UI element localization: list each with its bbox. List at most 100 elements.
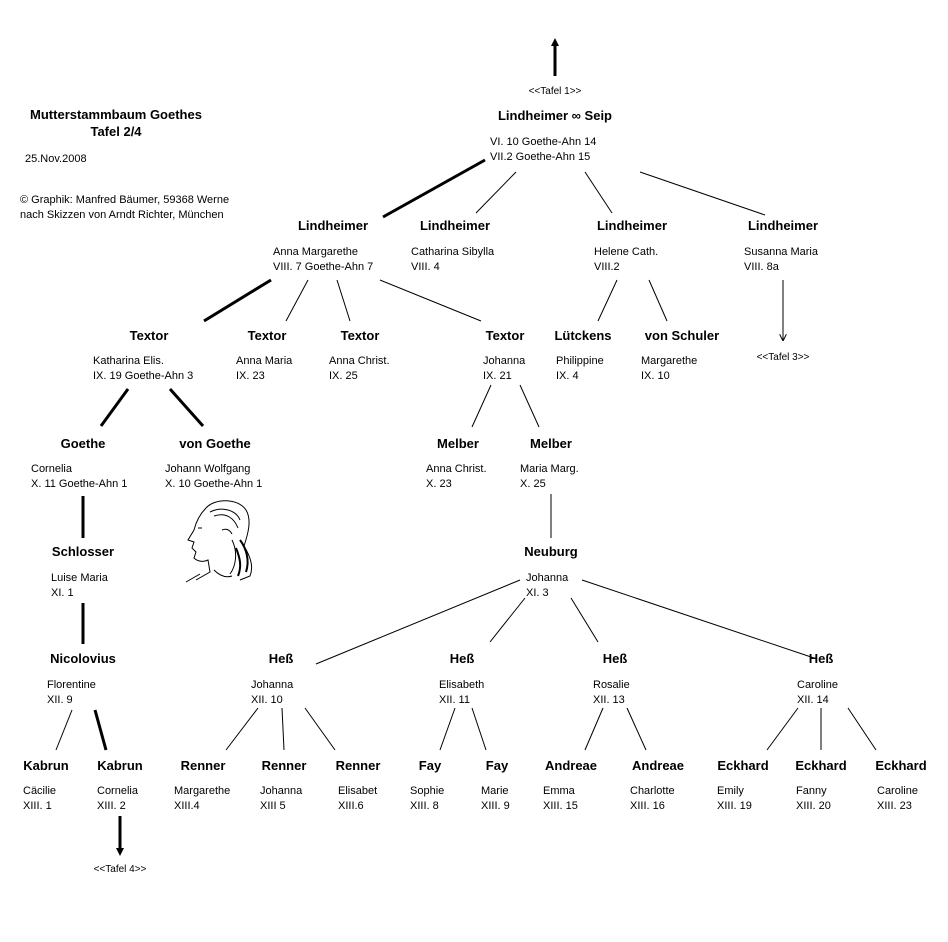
person-surname: Andreae <box>545 758 597 773</box>
person-given-name: Johann Wolfgang <box>165 463 250 475</box>
person-given-name: Florentine <box>47 679 96 691</box>
connector-line <box>203 278 272 323</box>
person-generation-number: XIII. 20 <box>796 800 831 812</box>
person-given-name: Margarethe <box>174 785 230 797</box>
person-surname: Textor <box>130 328 169 343</box>
person-generation-number: XII. 11 <box>439 694 470 706</box>
person-given-name: Anna Margarethe <box>273 246 358 258</box>
person-generation-number: XI. 1 <box>51 587 74 599</box>
person-given-name: Katharina Elis. <box>93 355 164 367</box>
reference-tafel-4[interactable]: <<Tafel 4>> <box>94 864 147 875</box>
connector-line <box>648 279 668 322</box>
person-surname: Heß <box>809 651 834 666</box>
connector-line <box>766 707 799 751</box>
person-given-name: Johanna <box>260 785 303 797</box>
person-generation-number: XII. 13 <box>593 694 625 706</box>
connector-line <box>336 279 351 322</box>
person-generation-number: XII. 10 <box>251 694 283 706</box>
person-surname: Kabrun <box>23 758 69 773</box>
chart-date: 25.Nov.2008 <box>25 153 87 165</box>
person-generation-number: IX. 23 <box>236 370 265 382</box>
connector-lines <box>55 38 877 856</box>
person-surname: Nicolovius <box>50 651 116 666</box>
person-given-name: Johanna <box>483 355 526 367</box>
connector-line <box>584 171 613 214</box>
person-surname: Lindheimer <box>420 218 490 233</box>
person-surname: Heß <box>269 651 294 666</box>
person-given-name: Luise Maria <box>51 572 109 584</box>
chart-subtitle: Tafel 2/4 <box>90 124 142 139</box>
person-generation-number: XIII. 16 <box>630 800 665 812</box>
person-generation-number: XII. 9 <box>47 694 73 706</box>
person-generation-number: VII.2 Goethe-Ahn 15 <box>490 151 590 163</box>
person-surname: Lindheimer ∞ Seip <box>498 108 612 123</box>
person-given-name: Rosalie <box>593 679 630 691</box>
person-surname: von Schuler <box>645 328 719 343</box>
person-generation-number: IX. 25 <box>329 370 358 382</box>
person-surname: Melber <box>530 436 572 451</box>
connector-line <box>379 279 482 322</box>
connector-line <box>55 709 73 751</box>
person-surname: Lindheimer <box>748 218 818 233</box>
person-given-name: Cornelia <box>97 785 139 797</box>
credit-line-1: © Graphik: Manfred Bäumer, 59368 Werne <box>20 194 229 206</box>
person-given-name: Catharina Sibylla <box>411 246 495 258</box>
person-generation-number: XIII. 15 <box>543 800 578 812</box>
person-generation-number: X. 23 <box>426 478 452 490</box>
reference-tafel-1[interactable]: <<Tafel 1>> <box>529 86 582 97</box>
connector-line <box>304 707 336 751</box>
person-surname: Kabrun <box>97 758 143 773</box>
person-given-name: Maria Marg. <box>520 463 579 475</box>
person-given-name: Emily <box>717 785 744 797</box>
person-surname: Melber <box>437 436 479 451</box>
person-surname: Schlosser <box>52 544 114 559</box>
connector-line <box>93 709 108 751</box>
person-given-name: Anna Christ. <box>426 463 487 475</box>
person-generation-number: X. 25 <box>520 478 546 490</box>
person-given-name: Sophie <box>410 785 444 797</box>
person-given-name: Cornelia <box>31 463 73 475</box>
person-surname: Eckhard <box>875 758 926 773</box>
person-given-name: Fanny <box>796 785 827 797</box>
person-generation-number: IX. 19 Goethe-Ahn 3 <box>93 370 193 382</box>
person-generation-number: VIII.2 <box>594 261 620 273</box>
person-given-name: Anna Maria <box>236 355 293 367</box>
person-generation-number: IX. 21 <box>483 370 512 382</box>
connector-line <box>519 384 540 428</box>
person-surname: Andreae <box>632 758 684 773</box>
person-generation-number: XIII. 1 <box>23 800 52 812</box>
person-generation-number: VIII. 8a <box>744 261 780 273</box>
person-generation-number: XIII. 19 <box>717 800 752 812</box>
reference-tafel-3[interactable]: <<Tafel 3>> <box>757 352 810 363</box>
person-given-name: Anna Christ. <box>329 355 390 367</box>
connector-line <box>471 384 492 428</box>
credit-line-2: nach Skizzen von Arndt Richter, München <box>20 209 224 221</box>
person-generation-number: XIII.6 <box>338 800 364 812</box>
person-generation-number: VIII. 7 Goethe-Ahn 7 <box>273 261 373 273</box>
connector-line <box>475 171 517 214</box>
person-given-name: Charlotte <box>630 785 675 797</box>
connector-line <box>471 707 487 751</box>
